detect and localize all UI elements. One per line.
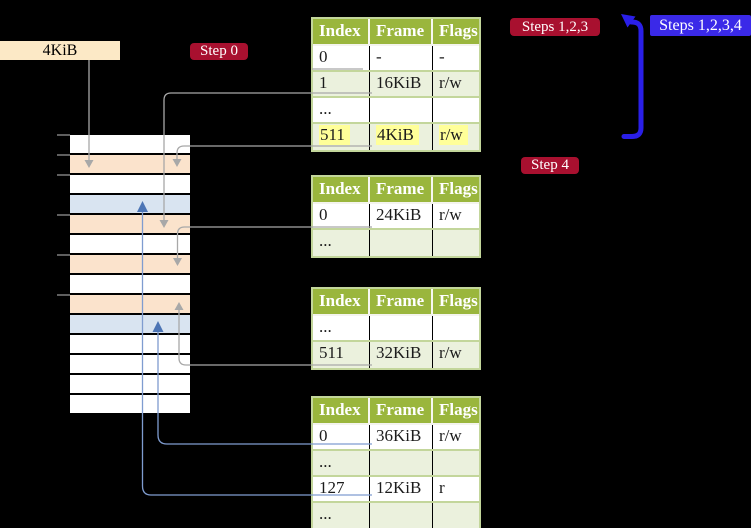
- table-cell: [370, 98, 433, 122]
- table-cell: ...: [313, 316, 370, 340]
- table-cell: 4KiB: [370, 124, 433, 150]
- table-cell: 0: [313, 425, 370, 449]
- table-row: ...: [313, 316, 479, 342]
- table-cell: r/w: [439, 426, 462, 445]
- table-cell: ...: [313, 98, 370, 122]
- table-cell: ...: [313, 230, 370, 256]
- table-cell: 36KiB: [370, 425, 433, 449]
- column-header-frame: Frame: [370, 19, 433, 44]
- table-cell: [370, 316, 433, 340]
- table-cell: 32KiB: [370, 342, 433, 368]
- table-cell: r/w: [439, 343, 462, 362]
- column-header-flags: Flags: [433, 19, 479, 44]
- memory-frame-row-blue: [70, 315, 190, 335]
- column-header-flags: Flags: [433, 289, 479, 314]
- table-cell: -: [370, 46, 433, 70]
- table-cell: [433, 451, 479, 475]
- memory-frame-row-orange: [70, 215, 190, 235]
- table-cell: 511: [313, 124, 370, 150]
- table-cell: r/w: [433, 124, 479, 150]
- table-row: ...: [313, 230, 479, 256]
- badge-step-0: Step 0: [190, 43, 248, 60]
- table-cell: 16KiB: [370, 72, 433, 96]
- table-cell: r: [439, 478, 445, 497]
- memory-frame-row-orange: [70, 155, 190, 175]
- memory-frame-row-orange: [70, 255, 190, 275]
- table-row: 0--: [313, 46, 479, 72]
- table-cell: -: [439, 47, 445, 66]
- column-header-frame: Frame: [370, 398, 433, 423]
- table-row: 511 4KiB r/w: [313, 124, 479, 150]
- memory-frame-row-white: [70, 175, 190, 195]
- highlighted-value: r/w: [439, 125, 468, 145]
- column-header-index: Index: [313, 19, 370, 44]
- table-cell: r/w: [439, 73, 462, 92]
- table-cell: 1: [313, 72, 370, 96]
- badge-steps-1-2-3: Steps 1,2,3: [510, 18, 600, 36]
- table-cell: 511: [313, 342, 370, 368]
- memory-frame-row-white: [70, 235, 190, 255]
- table-row: ...: [313, 98, 479, 124]
- arrowhead-up-left-icon: [621, 14, 636, 28]
- table-cell: 24KiB: [370, 204, 433, 228]
- table-cell: [433, 503, 479, 528]
- memory-frame-row-white: [70, 355, 190, 375]
- badge-step-4: Step 4: [521, 157, 579, 174]
- column-header-index: Index: [313, 398, 370, 423]
- memory-frame-row-orange: [70, 295, 190, 315]
- column-header-frame: Frame: [370, 289, 433, 314]
- table-cell: [433, 230, 479, 256]
- memory-frame-row-white: [70, 275, 190, 295]
- table-cell: [433, 316, 479, 340]
- table-cell: 0: [313, 46, 370, 70]
- highlighted-value: 4KiB: [376, 125, 419, 145]
- table-row: ...: [313, 451, 479, 477]
- table-cell: r/w: [439, 205, 462, 224]
- table-cell: 12KiB: [370, 477, 433, 501]
- table-cell: [370, 503, 433, 528]
- memory-strip: [70, 135, 190, 413]
- highlighted-value: 511: [319, 125, 350, 145]
- table-cell: 0: [313, 204, 370, 228]
- column-header-frame: Frame: [370, 177, 433, 202]
- memory-frame-row-white: [70, 335, 190, 355]
- column-header-index: Index: [313, 289, 370, 314]
- memory-frame-row-white: [70, 395, 190, 413]
- memory-frame-row-white: [70, 375, 190, 395]
- memory-frame-row-blue: [70, 195, 190, 215]
- table-cell: [433, 98, 479, 122]
- badge-steps-1-2-3-4: Steps 1,2,3,4: [650, 15, 751, 36]
- column-header-flags: Flags: [433, 177, 479, 202]
- memory-frame-row-white: [70, 135, 190, 155]
- table-cell: ...: [313, 503, 370, 528]
- table-row: ...: [313, 503, 479, 528]
- table-cell: 127: [313, 477, 370, 501]
- table-cell: [370, 230, 433, 256]
- page-size-label: 4KiB: [0, 41, 120, 60]
- column-header-index: Index: [313, 177, 370, 202]
- table-cell: ...: [313, 451, 370, 475]
- table-cell: [370, 451, 433, 475]
- steps-cycle-arrow: [621, 19, 644, 139]
- column-header-flags: Flags: [433, 398, 479, 423]
